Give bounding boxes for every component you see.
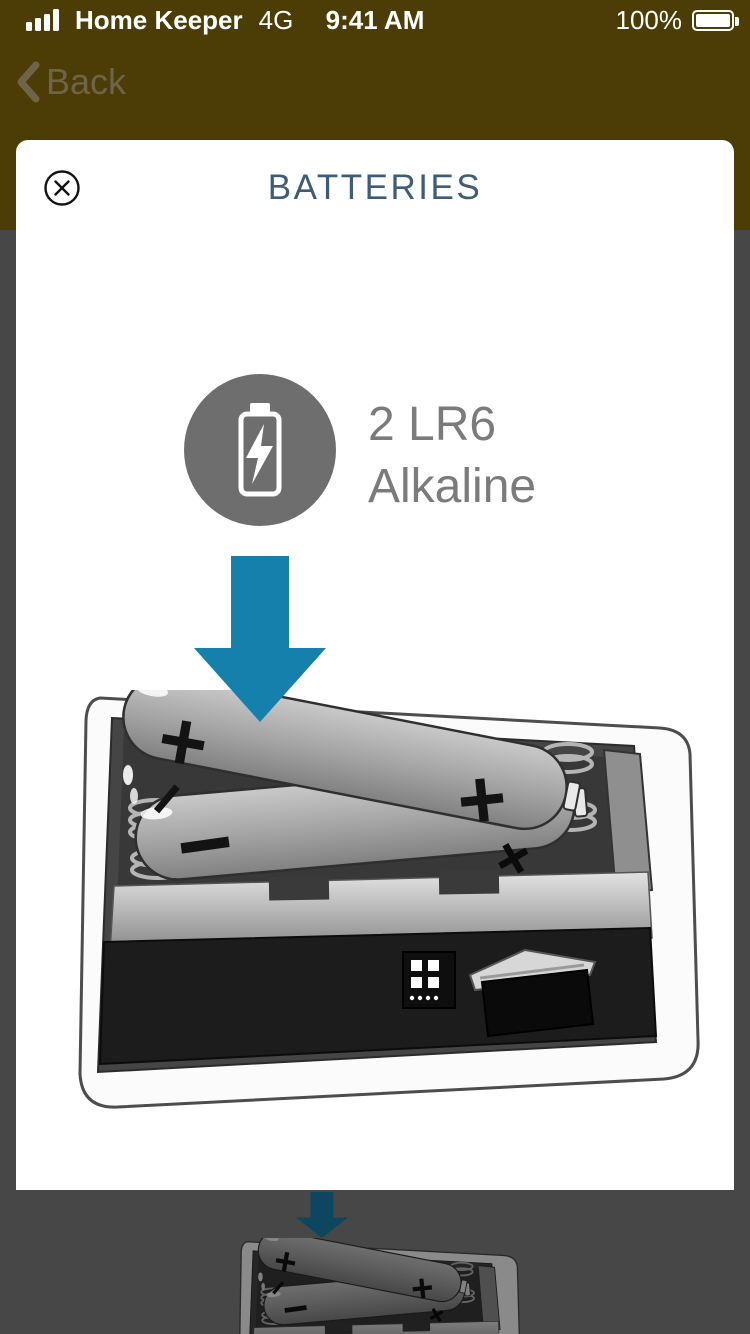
sheet-title: BATTERIES: [267, 168, 483, 207]
battery-spec: 2 LR6 Alkaline: [368, 394, 536, 518]
network-type-label: 4G: [258, 4, 294, 35]
close-button[interactable]: [42, 168, 82, 208]
dimmed-down-arrow-icon: [296, 1192, 348, 1238]
dimmed-battery-compartment-illustration: [222, 1238, 522, 1334]
battery-bolt-icon: [238, 403, 282, 497]
battery-percent-label: 100%: [615, 4, 683, 35]
carrier-label: Home Keeper: [75, 4, 243, 35]
nav-bar: Back: [0, 40, 750, 130]
battery-type-badge: [184, 374, 336, 526]
close-icon: [44, 170, 80, 206]
status-bar-right: 100%: [616, 0, 741, 40]
battery-spec-line1: 2 LR6: [368, 398, 497, 451]
sheet-header: BATTERIES: [16, 140, 734, 236]
back-button[interactable]: Back: [14, 60, 126, 104]
status-bar-left: Home Keeper 4G: [26, 0, 293, 40]
status-battery-icon: [692, 9, 739, 31]
back-chevron-icon: [17, 61, 40, 103]
status-bar: Home Keeper 4G 9:41 AM 100%: [0, 0, 750, 40]
battery-compartment-illustration: [44, 690, 700, 1114]
back-label: Back: [46, 61, 127, 102]
battery-spec-line2: Alkaline: [368, 460, 537, 513]
down-arrow-icon: [194, 556, 326, 722]
signal-strength-icon: [26, 9, 59, 31]
clock: 9:41 AM: [325, 4, 425, 35]
batteries-sheet: BATTERIES 2 LR6 Alkaline: [16, 140, 734, 1190]
